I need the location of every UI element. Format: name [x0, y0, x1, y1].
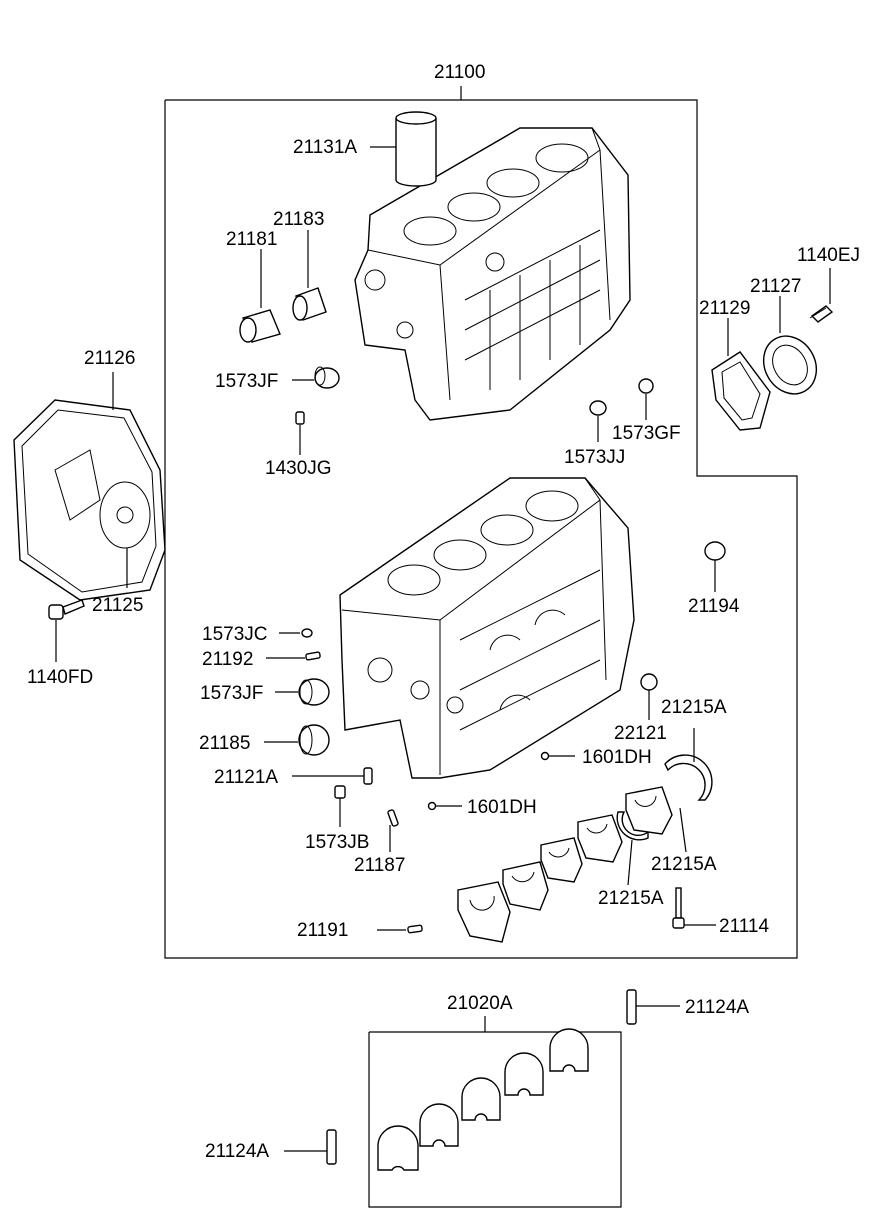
label-22121: 22121	[614, 723, 667, 744]
label-21215A-b: 21215A	[651, 854, 717, 875]
front-plate-21126	[13, 399, 166, 601]
plug-1573JF-lower	[298, 678, 330, 706]
label-1573GF: 1573GF	[612, 423, 681, 444]
plug-1573JB	[334, 785, 346, 799]
bearing-cap-1	[457, 881, 511, 943]
label-21183: 21183	[273, 209, 324, 230]
bearing-shell-5	[549, 1028, 589, 1072]
label-1573JB: 1573JB	[305, 832, 369, 853]
ball-1601DH-b	[427, 801, 437, 811]
bearing-cap-4	[577, 814, 623, 863]
bearing-cap-5	[625, 786, 673, 835]
label-21114: 21114	[719, 916, 769, 937]
label-1601DH-a: 1601DH	[582, 747, 652, 768]
label-1601DH-b: 1601DH	[467, 797, 537, 818]
bearing-shell-4	[504, 1052, 544, 1096]
label-21127: 21127	[750, 276, 801, 297]
plug-22121	[640, 673, 658, 691]
label-21191: 21191	[297, 920, 348, 941]
label-1140EJ: 1140EJ	[797, 245, 860, 266]
thrust-washer-a	[664, 754, 713, 801]
label-21124A-upper: 21124A	[685, 997, 749, 1018]
bearing-shell-3	[461, 1077, 501, 1121]
label-21181: 21181	[226, 229, 277, 250]
bearing-set-outline	[368, 1031, 622, 1208]
label-21020A: 21020A	[447, 993, 513, 1014]
label-1140FD: 1140FD	[27, 667, 93, 688]
assembly-outline	[164, 99, 798, 959]
pin-21187	[387, 809, 399, 827]
oil-seal-21127	[762, 335, 818, 395]
label-21194: 21194	[688, 596, 740, 617]
label-21121A: 21121A	[214, 767, 278, 788]
gasket-21129	[711, 351, 771, 431]
label-1573JC: 1573JC	[202, 624, 268, 645]
label-21215A-a: 21215A	[661, 697, 727, 718]
label-1573JF-upper: 1573JF	[215, 371, 278, 392]
label-21125: 21125	[92, 595, 143, 616]
bolt-21114	[672, 887, 685, 929]
bushing-21183	[292, 287, 327, 321]
ball-1601DH-a	[540, 751, 550, 761]
label-21187: 21187	[354, 855, 405, 876]
pin-1430JG	[295, 411, 305, 425]
label-21131A: 21131A	[293, 137, 357, 158]
label-21185: 21185	[199, 733, 250, 754]
label-21100: 21100	[434, 62, 485, 83]
label-1573JJ: 1573JJ	[564, 447, 625, 468]
plug-1573GF	[638, 378, 654, 394]
label-1573JF-lower: 1573JF	[200, 683, 263, 704]
label-21215A-c: 21215A	[598, 888, 664, 909]
bearing-shell-1	[377, 1125, 419, 1171]
dowel-21191	[407, 924, 423, 934]
label-1430JG: 1430JG	[265, 458, 332, 479]
cylinder-block-upper	[354, 127, 631, 421]
bearing-21124A-lower	[326, 1129, 337, 1165]
bearing-21124A-upper	[626, 989, 637, 1025]
plug-1573JJ	[589, 400, 607, 416]
bolt-1140EJ	[809, 305, 834, 323]
bearing-shell-2	[419, 1103, 459, 1147]
cylinder-block-lower	[339, 477, 635, 779]
bushing-21181	[239, 309, 281, 343]
plug-21194	[704, 541, 726, 561]
bearing-cap-2	[502, 861, 549, 911]
label-21124A-lower: 21124A	[205, 1141, 269, 1162]
plug-1573JF-upper	[314, 366, 340, 389]
cylinder-liner	[395, 111, 437, 187]
dowel-21192	[305, 651, 321, 661]
label-21126: 21126	[84, 348, 135, 369]
plug-1573JC	[301, 628, 313, 638]
dowel-21121A	[363, 767, 373, 785]
bearing-cap-3	[540, 837, 583, 883]
bushing-21185	[298, 724, 330, 756]
label-21192: 21192	[202, 649, 253, 670]
label-21129: 21129	[699, 298, 750, 319]
bolt-1140FD	[48, 599, 85, 620]
